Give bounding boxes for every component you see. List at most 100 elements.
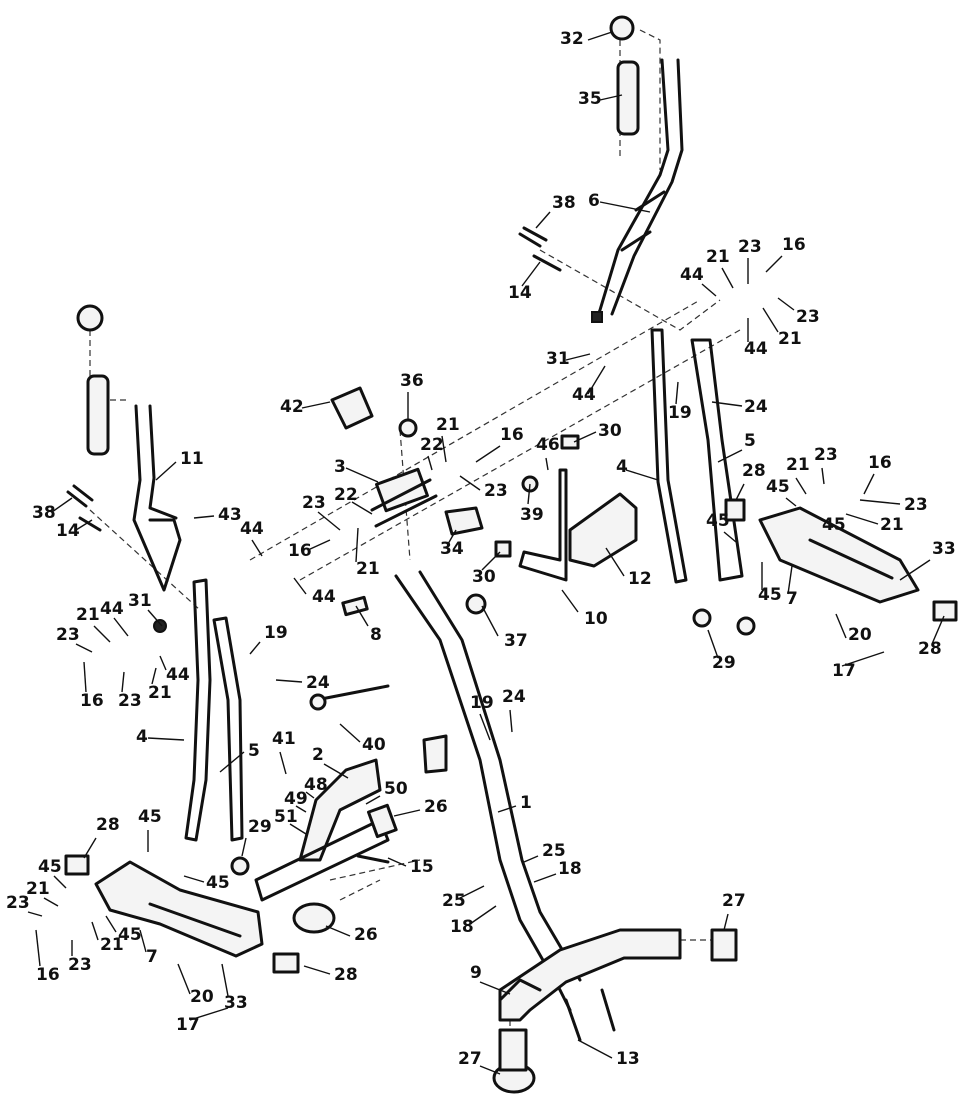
callout-label: 42 [280,397,304,417]
callout-leader [605,547,625,577]
callout-leader [345,467,379,483]
callout-leader [75,643,93,653]
callout-leader [75,519,93,531]
roller-26-bottom [292,902,336,934]
callout-label: 38 [552,193,576,213]
callout-leader [735,483,745,501]
part-30-top [560,434,580,450]
callout-label: 28 [334,965,358,985]
callout-leader [527,483,531,505]
bolt-38-right [518,226,548,248]
callout-label: 38 [32,503,56,523]
callout-leader [577,1039,613,1059]
callout-leader [177,963,191,995]
callout-leader [251,539,263,557]
callout-label: 41 [272,729,296,749]
bolt-38-left [66,484,94,508]
callout-leader [931,615,945,645]
callout-label: 21 [26,879,50,899]
callout-label: 21 [706,247,730,267]
callout-leader [479,1065,501,1075]
callout-leader [339,723,361,743]
main-frame [309,570,738,1094]
callout-leader [303,965,331,975]
callout-leader [427,455,433,471]
callout-label: 29 [712,653,736,673]
callout-label: 21 [786,455,810,475]
callout-leader [121,671,125,693]
callout-leader [675,381,679,405]
callout-leader [707,629,719,659]
callout-leader [545,457,549,471]
bracket-10-12 [518,468,638,582]
callout-label: 4 [136,727,148,747]
callout-label: 49 [284,789,308,809]
callout-label: 16 [782,235,806,255]
callout-label: 18 [558,859,582,879]
callout-label: 16 [500,425,524,445]
callout-leader [365,795,381,805]
callout-label: 46 [536,435,560,455]
callout-leader [351,501,373,515]
callout-leader [27,911,43,917]
callout-label: 45 [206,873,230,893]
handlebar-11 [132,404,182,592]
callout-leader [113,617,129,637]
arm-5-right [690,338,744,582]
callout-label: 20 [848,625,872,645]
callout-label: 23 [302,493,326,513]
right-pedal-assembly [650,328,958,636]
callout-label: 45 [766,477,790,497]
part-34 [444,506,484,536]
callout-label: 16 [80,691,104,711]
callout-label: 45 [822,515,846,535]
callout-leader [93,625,111,643]
callout-leader [325,925,351,937]
callout-leader [159,655,167,671]
callout-label: 5 [744,431,756,451]
end-cap-28-left-b [272,952,300,974]
callout-leader [147,609,163,627]
knob-36 [398,418,418,438]
callout-leader [845,513,879,525]
callout-label: 31 [128,591,152,611]
callout-leader [293,577,307,595]
callout-label: 17 [176,1015,200,1035]
callout-label: 44 [166,665,190,685]
grip-35-right [616,60,640,136]
callout-label: 44 [680,265,704,285]
callout-label: 44 [572,385,596,405]
callout-leader [51,497,73,513]
right-handlebar-assembly [518,15,684,323]
callout-label: 27 [458,1049,482,1069]
callout-label: 11 [180,449,204,469]
callout-leader [479,713,491,741]
callout-leader [587,31,613,41]
callout-leader [717,449,743,463]
callout-label: 21 [76,605,100,625]
callout-leader [295,805,307,813]
callout-leader [155,461,177,481]
callout-leader [481,605,499,637]
callout-leader [777,297,795,311]
callout-label: 16 [288,541,312,561]
callout-label: 14 [56,521,80,541]
rod-40 [314,684,390,702]
callout-leader [249,641,261,655]
crank-2 [298,758,382,862]
callout-label: 18 [450,917,474,937]
callout-leader [469,905,497,925]
callout-leader [459,475,481,491]
arm-5-left [212,616,244,842]
callout-label: 7 [146,947,158,967]
callout-leader [497,805,517,813]
callout-leader [35,929,41,967]
callout-leader [863,473,875,495]
callout-leader [189,1007,229,1021]
callout-label: 23 [814,445,838,465]
left-pedal-assembly [64,578,300,974]
callout-label: 25 [442,891,466,911]
callout-label: 13 [616,1049,640,1069]
callout-label: 31 [546,349,570,369]
